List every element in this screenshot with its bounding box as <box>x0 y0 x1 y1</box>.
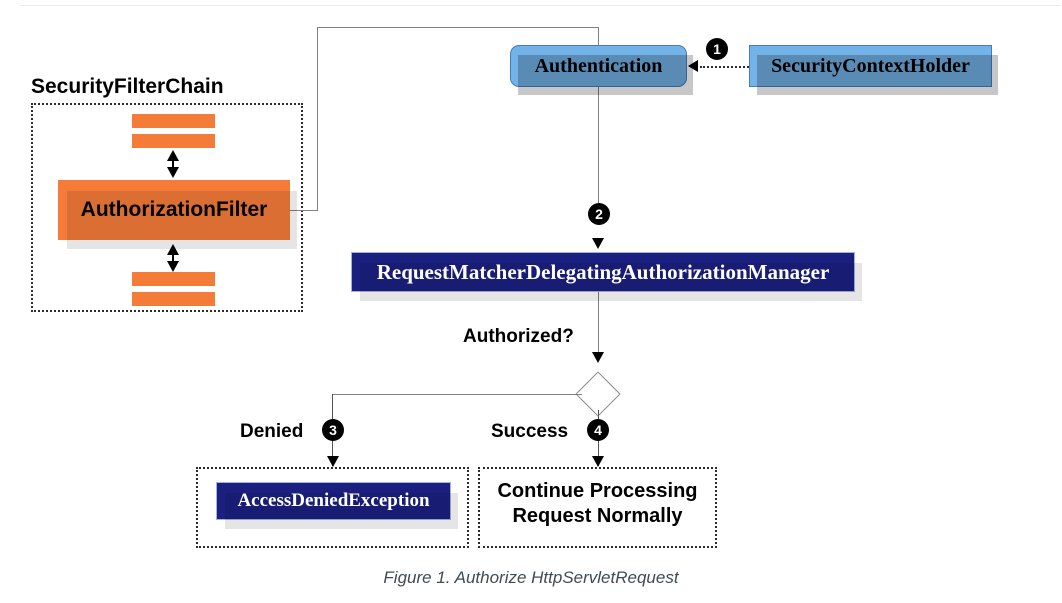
node-authorization-manager-label: RequestMatcherDelegatingAuthorizationMan… <box>376 259 830 284</box>
filter-bar-bottom-2 <box>132 292 215 306</box>
node-authorization-filter-label: AuthorizationFilter <box>80 198 268 221</box>
step-badge-2: 2 <box>588 203 610 225</box>
node-authorization-filter[interactable]: AuthorizationFilter <box>58 180 297 249</box>
label-success: Success <box>491 421 569 442</box>
filter-chain-line-bottom <box>172 250 174 270</box>
node-security-context-holder-label: SecurityContextHolder <box>771 54 970 77</box>
connector-auth-to-manager-line <box>598 87 599 215</box>
filter-chain-line-top <box>172 156 174 176</box>
node-continue-processing-line2: Request Normally <box>512 505 683 527</box>
filter-bar-top-2 <box>132 134 215 148</box>
filter-bar-top-1 <box>132 114 215 128</box>
security-filter-chain-container <box>31 103 303 312</box>
connector-filter-to-auth-h1 <box>290 210 318 211</box>
connector-success-arrowhead <box>592 456 604 467</box>
label-denied: Denied <box>240 421 304 442</box>
node-continue-processing-line1: Continue Processing <box>497 480 698 502</box>
label-authorized-question: Authorized? <box>463 326 574 347</box>
filter-chain-arrow-up-bottom <box>167 244 179 255</box>
connector-sch-to-auth <box>700 66 749 68</box>
node-access-denied-exception[interactable]: AccessDeniedException <box>216 482 458 529</box>
security-filter-chain-title: SecurityFilterChain <box>31 75 224 98</box>
filter-chain-arrow-down-bottom <box>167 261 179 272</box>
node-authentication-label: Authentication <box>534 54 663 77</box>
node-access-denied-exception-label: AccessDeniedException <box>237 490 430 511</box>
step-badge-3: 3 <box>322 419 344 441</box>
connector-manager-to-diamond-arrowhead <box>592 352 604 363</box>
top-divider <box>20 5 1060 6</box>
step-badge-1: 1 <box>706 38 728 60</box>
connector-manager-to-diamond-line <box>598 292 599 354</box>
node-security-context-holder[interactable]: SecurityContextHolder <box>749 45 998 95</box>
connector-auth-to-manager-arrowhead <box>592 238 604 249</box>
filter-chain-arrow-down-top <box>167 167 179 178</box>
continue-processing-container <box>478 467 717 548</box>
connector-filter-to-auth-v <box>317 27 318 211</box>
connector-sch-to-auth-arrowhead <box>688 60 698 72</box>
step-badge-4: 4 <box>587 419 609 441</box>
connector-auth-down-into-box <box>598 27 599 45</box>
filter-chain-arrow-up-top <box>167 150 179 161</box>
connector-filter-to-auth-h2 <box>317 27 599 28</box>
filter-bar-bottom-1 <box>132 272 215 286</box>
node-authentication[interactable]: Authentication <box>510 45 693 95</box>
node-authorization-manager[interactable]: RequestMatcherDelegatingAuthorizationMan… <box>351 252 862 301</box>
connector-denied-arrowhead <box>327 456 339 467</box>
figure-caption: Figure 1. Authorize HttpServletRequest <box>383 568 679 587</box>
connector-denied-h <box>332 394 582 395</box>
node-continue-processing: Continue Processing Request Normally <box>478 479 717 529</box>
